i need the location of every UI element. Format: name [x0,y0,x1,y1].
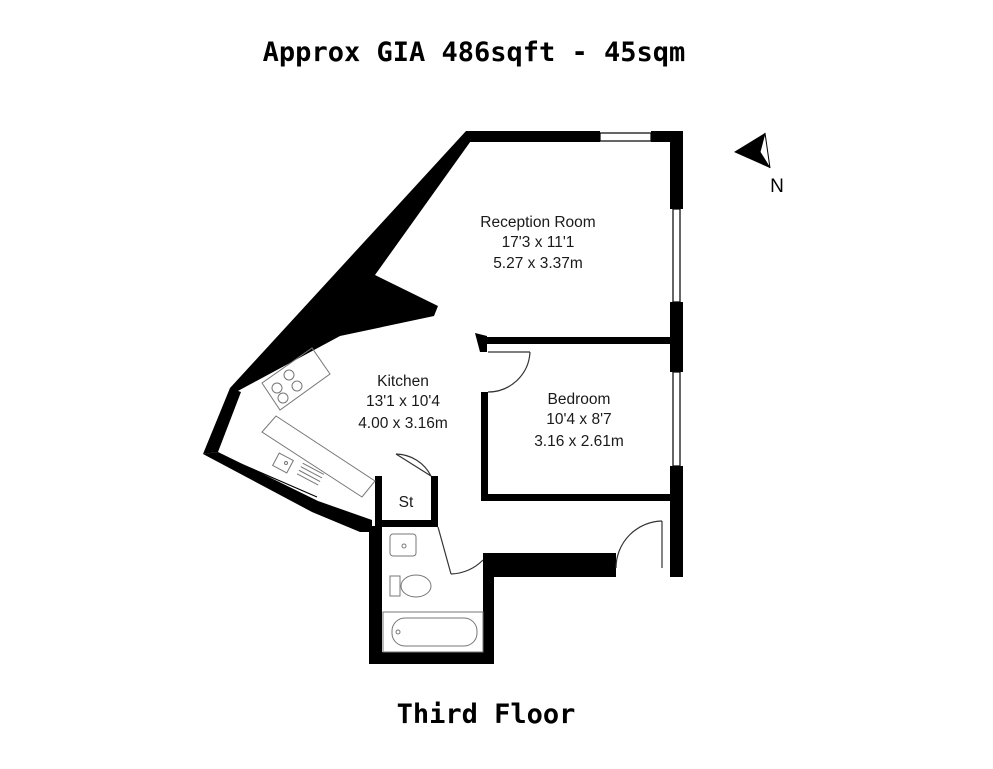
room-size-imperial: 13'1 x 10'4 [366,393,440,410]
room-size-imperial: 10'4 x 8'7 [546,411,611,428]
wall-right-top [670,131,683,209]
bathroom-fixtures [382,533,484,653]
wall-top-right [651,131,683,142]
wall-partition-stub [475,333,487,352]
windows [240,132,681,498]
kitchen-fixtures [261,347,376,498]
wall-store-left [375,476,382,526]
window-right-bedroom [672,371,681,467]
room-name: Bedroom [548,391,611,408]
wall-bath-left [369,526,382,664]
wall-right-mid [670,302,683,372]
room-size-metric: 3.16 x 2.61m [534,433,624,450]
wall-bath-bottom [369,652,494,664]
floor-label: Third Floor [397,699,576,730]
wall-wedge-left [230,131,478,392]
store-label: St [399,494,414,511]
room-label-kitchen: Kitchen 13'1 x 10'4 4.00 x 3.16m [358,373,448,432]
walls [203,131,683,664]
room-size-imperial: 17'3 x 11'1 [502,234,575,251]
wall-left-outer [203,388,241,454]
room-name: Kitchen [377,373,429,390]
wall-bedroom-bottom [481,494,674,501]
doors [395,351,663,575]
north-arrow-icon: N [734,132,784,197]
wall-bath-right [483,560,494,664]
wall-partition-reception-bedroom [485,337,675,344]
wall-corridor-bottom [483,553,616,577]
room-size-metric: 4.00 x 3.16m [358,415,448,432]
wall-store-right [431,476,438,526]
room-label-bedroom: Bedroom 10'4 x 8'7 3.16 x 2.61m [534,391,624,450]
wall-store-bottom [375,520,438,527]
room-size-metric: 5.27 x 3.37m [493,255,583,272]
wall-bedroom-left [481,392,488,501]
window-right-reception [672,208,681,303]
window-top [599,132,652,142]
wall-right-low [670,466,683,577]
north-label: N [770,176,784,197]
window-kitchen-line [240,463,318,498]
room-name: Reception Room [480,214,595,231]
wall-top-left [466,131,600,142]
room-label-reception: Reception Room 17'3 x 11'1 5.27 x 3.37m [480,214,595,272]
wall-bottom-left [203,452,372,532]
floor-plan-heading: Approx GIA 486sqft - 45sqm [263,37,686,68]
